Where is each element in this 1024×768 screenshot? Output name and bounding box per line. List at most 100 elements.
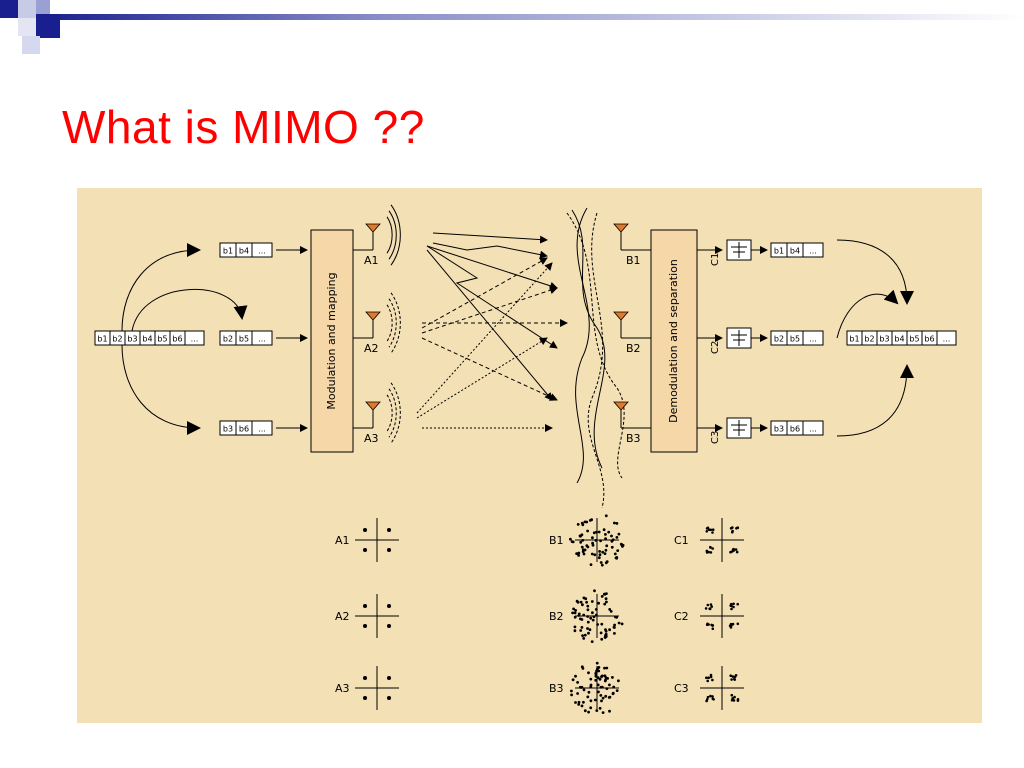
constellation-point: [711, 547, 714, 550]
constellation-point: [593, 698, 597, 702]
constellation-point: [605, 600, 608, 604]
constellation-point: [730, 678, 733, 681]
constellation-point: [363, 696, 367, 700]
rx-antenna-icon: [613, 401, 629, 411]
constellation-point: [601, 550, 605, 554]
constellation-point: [573, 629, 577, 633]
constellation-point: [591, 543, 595, 547]
constellation-point: [615, 556, 619, 559]
constellation-point: [595, 530, 598, 534]
channel-path: [426, 249, 553, 401]
constellation-point: [600, 595, 604, 598]
output-stream-cell: [936, 330, 957, 346]
constellation-point: [708, 607, 712, 610]
constellation-point: [594, 608, 598, 611]
multipath-curve: [587, 212, 605, 509]
tx-substream-3-cell: [251, 420, 273, 436]
constellation-point: [580, 704, 584, 708]
constellation-point: [572, 607, 575, 611]
radio-wave-arc: [390, 292, 401, 354]
constellation-point: [615, 522, 619, 525]
constellation-point: [586, 615, 590, 618]
constellation-point: [729, 527, 733, 530]
constellation-point: [613, 626, 616, 629]
input-stream-label: b5: [157, 335, 167, 344]
constellation-point: [363, 676, 367, 680]
constellation-point: [580, 618, 584, 621]
constellation-point: [587, 671, 590, 675]
rx-substream-2-label: ...: [809, 335, 817, 344]
constellation-point: [608, 608, 612, 611]
constellation-point: [577, 554, 580, 557]
constellation-point: [733, 695, 736, 699]
multipath-curve: [571, 209, 606, 469]
corner-decoration: [0, 0, 1024, 54]
constellation-point: [707, 676, 710, 679]
constellation-point: [736, 622, 740, 626]
constellation-point: [736, 698, 740, 701]
constellation-point: [711, 531, 714, 534]
constellation-point: [585, 520, 589, 524]
constellation-point: [577, 612, 581, 616]
input-stream-label: b1: [97, 335, 107, 344]
constellation-point: [615, 536, 619, 539]
constellation-point: [612, 685, 616, 689]
constellation-point: [600, 637, 604, 641]
rx-substream-2-label: b5: [790, 335, 800, 344]
channel-path: [421, 257, 548, 329]
constellation-point: [586, 620, 590, 624]
constellation-point: [706, 695, 710, 699]
channel-path: [421, 337, 558, 401]
constellation-point: [576, 600, 580, 604]
constellation-point: [577, 700, 581, 704]
constellation-point: [589, 616, 593, 620]
constellation-point: [363, 604, 367, 608]
output-stream-label: b6: [924, 335, 934, 344]
rx-antenna-label: B3: [626, 432, 641, 445]
constellation-point: [583, 709, 587, 713]
constellation-point: [570, 693, 573, 697]
constellation-point: [709, 673, 713, 677]
constellation-point: [571, 678, 575, 682]
radio-wave-arc: [390, 382, 401, 444]
constellation-point: [600, 563, 604, 567]
constellation-point: [604, 548, 608, 552]
constellation-point: [732, 602, 735, 606]
constellation-point: [599, 561, 603, 564]
constellation-point: [581, 538, 585, 542]
constellation-point: [573, 611, 577, 615]
rx-antenna-label: B1: [626, 254, 641, 267]
tx-substream-2-label: ...: [258, 335, 266, 344]
radio-wave-arc: [386, 216, 393, 254]
constellation-point: [604, 514, 608, 518]
constellation-point: [604, 629, 608, 633]
rx-substream-1-cell: [802, 242, 824, 258]
constellation-point: [610, 539, 614, 543]
output-stream-label: b2: [864, 335, 874, 344]
constellation-point: [604, 694, 608, 698]
constellation-point: [589, 706, 593, 710]
constellation-point: [705, 527, 709, 530]
constellation-point: [736, 602, 739, 606]
constellation-point: [605, 666, 609, 670]
constellation-point: [586, 604, 590, 608]
constellation-point: [597, 530, 601, 534]
constellation-point: [608, 628, 611, 632]
constellation-point: [588, 628, 592, 632]
channel-path: [416, 262, 553, 414]
constellation-point: [593, 589, 596, 593]
corner-square: [36, 14, 60, 38]
rx-substream-3-cell: [802, 420, 824, 436]
tx-substream-3-label: b6: [239, 425, 249, 434]
out-constellation-label: C2: [674, 610, 689, 623]
split-curve-2: [131, 289, 248, 332]
corner-square: [18, 0, 36, 18]
radio-wave-arc: [388, 210, 397, 260]
constellation-point: [577, 703, 581, 706]
tx-substream-2-cell: [251, 330, 273, 346]
constellation-point: [580, 626, 584, 629]
constellation-point: [611, 692, 615, 696]
constellation-point: [729, 674, 732, 677]
constellation-point: [615, 689, 619, 692]
constellation-point: [604, 676, 608, 679]
